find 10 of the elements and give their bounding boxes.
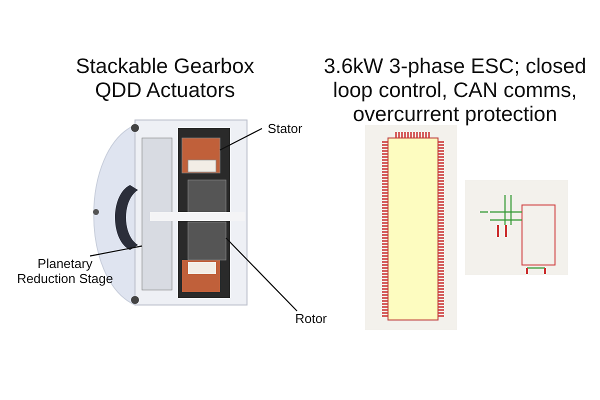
heading: 3.6kW 3-phase ESC; closed loop control, CAN comms, overcurrent protection [322, 55, 588, 127]
part-label: Planetary Reduction Stage [15, 256, 115, 286]
rotor [188, 180, 226, 260]
planetary-gear-stage [142, 138, 172, 290]
heading: Stackable Gearbox QDD Actuators [74, 55, 256, 103]
part-label: Rotor [291, 311, 331, 326]
part-label: Stator [262, 121, 308, 136]
leader-line [90, 245, 142, 257]
leader-line [220, 128, 262, 151]
stator-coil [182, 138, 220, 174]
